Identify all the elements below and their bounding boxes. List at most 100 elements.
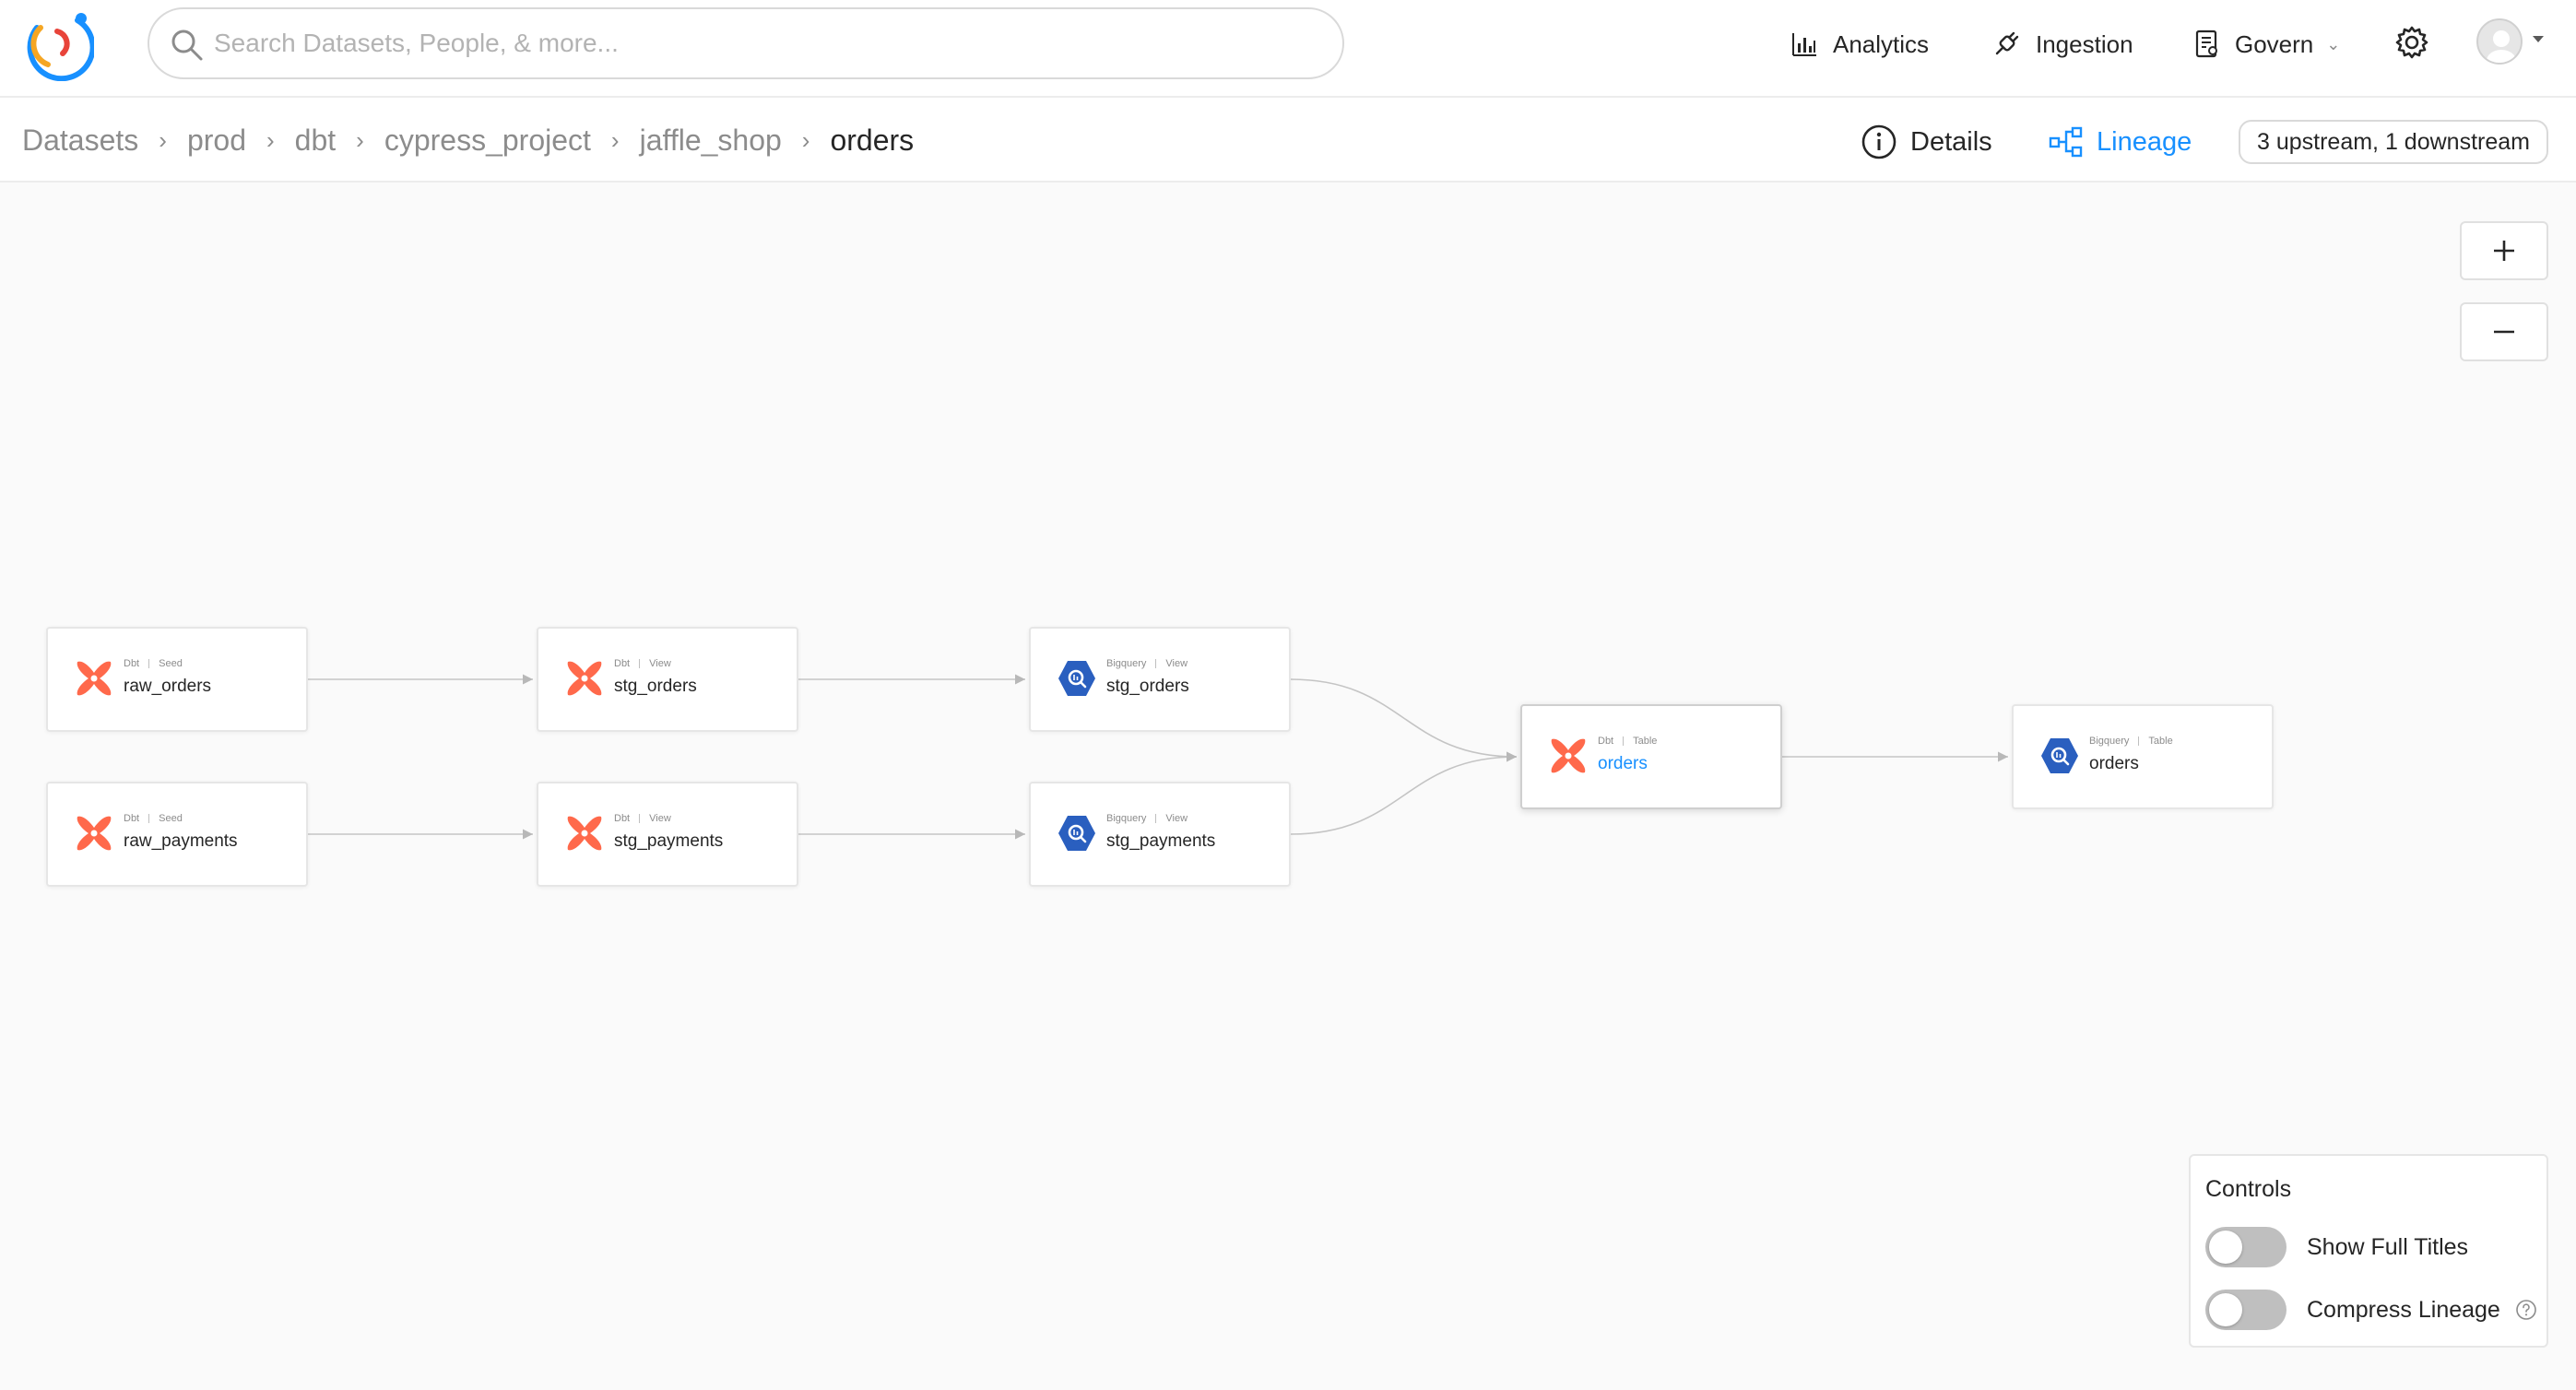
- node-meta: Dbt Table: [1598, 736, 1657, 747]
- meta-divider: [148, 659, 150, 668]
- show-full-titles-toggle[interactable]: [2205, 1227, 2286, 1267]
- node-platform: Dbt: [1598, 736, 1614, 747]
- search-bar[interactable]: [148, 7, 1344, 79]
- plus-icon: [2494, 241, 2514, 261]
- lineage-node-orders-bq[interactable]: Bigquery Table orders: [2012, 704, 2274, 809]
- dbt-icon: [72, 811, 116, 855]
- node-platform: Dbt: [614, 658, 631, 669]
- chevron-down-icon: ⌄: [2326, 34, 2341, 53]
- zoom-in-button[interactable]: [2460, 221, 2548, 280]
- compress-lineage-label: Compress Lineage: [2307, 1296, 2500, 1323]
- caret-down-icon[interactable]: [2531, 31, 2546, 46]
- lineage-node-orders-dbt[interactable]: Dbt Table orders: [1520, 704, 1782, 809]
- breadcrumb-project[interactable]: cypress_project: [384, 123, 591, 157]
- node-meta: Dbt View: [614, 813, 671, 824]
- meta-divider: [1155, 814, 1157, 823]
- bigquery-icon: [1055, 811, 1099, 855]
- tab-details[interactable]: Details: [1861, 122, 1992, 162]
- node-platform: Dbt: [614, 813, 631, 824]
- zoom-out-button[interactable]: [2460, 302, 2548, 361]
- toggle-knob: [2209, 1231, 2242, 1264]
- dbt-icon: [562, 811, 607, 855]
- entity-header-bar: Datasets › prod › dbt › cypress_project …: [0, 98, 2576, 183]
- breadcrumb-env[interactable]: prod: [186, 123, 246, 157]
- toggle-knob: [2209, 1293, 2242, 1326]
- node-name: stg_payments: [614, 831, 724, 851]
- node-meta: Dbt View: [614, 658, 671, 669]
- node-type: Table: [2148, 736, 2173, 747]
- tab-details-label: Details: [1910, 126, 1992, 157]
- breadcrumb-current: orders: [830, 123, 915, 157]
- meta-divider: [2138, 736, 2140, 746]
- minus-icon: [2494, 330, 2514, 334]
- meta-divider: [148, 814, 150, 823]
- nav-govern-label: Govern: [2235, 29, 2314, 58]
- node-platform: Dbt: [124, 813, 140, 824]
- node-name: orders: [2089, 754, 2139, 773]
- lineage-node-raw-payments[interactable]: Dbt Seed raw_payments: [46, 782, 308, 887]
- plug-icon: [1995, 31, 2019, 55]
- meta-divider: [639, 814, 641, 823]
- node-type: Table: [1633, 736, 1658, 747]
- chevron-right-icon: ›: [610, 125, 620, 154]
- node-name: stg_orders: [614, 677, 697, 696]
- node-platform: Bigquery: [1106, 658, 1147, 669]
- gear-icon[interactable]: [2393, 24, 2430, 61]
- search-input[interactable]: [214, 22, 1320, 65]
- chevron-right-icon: ›: [801, 125, 810, 154]
- node-name: stg_orders: [1106, 677, 1189, 696]
- node-name: raw_orders: [124, 677, 212, 696]
- search-icon: [171, 29, 203, 61]
- show-full-titles-label: Show Full Titles: [2307, 1233, 2469, 1260]
- lineage-count-badge[interactable]: 3 upstream, 1 downstream: [2239, 120, 2548, 164]
- user-avatar-icon[interactable]: [2476, 18, 2523, 65]
- node-type: View: [649, 813, 671, 824]
- nav-govern[interactable]: Govern ⌄: [2194, 24, 2340, 65]
- breadcrumb-datasets[interactable]: Datasets: [22, 123, 139, 157]
- dbt-icon: [1546, 734, 1590, 778]
- node-type: View: [1165, 658, 1188, 669]
- chevron-right-icon: ›: [159, 125, 167, 154]
- lineage-node-stg-orders-bq[interactable]: Bigquery View stg_orders: [1029, 627, 1291, 732]
- node-meta: Bigquery Table: [2089, 736, 2173, 747]
- datahub-logo-icon[interactable]: [20, 7, 94, 81]
- meta-divider: [1155, 659, 1157, 668]
- nav-ingestion-label: Ingestion: [2036, 29, 2133, 58]
- bar-chart-icon: [1792, 33, 1816, 56]
- node-platform: Bigquery: [2089, 736, 2130, 747]
- compress-lineage-toggle[interactable]: [2205, 1290, 2286, 1330]
- node-type: View: [649, 658, 671, 669]
- node-name: raw_payments: [124, 831, 238, 851]
- question-icon[interactable]: [2515, 1299, 2537, 1321]
- document-icon: [2195, 29, 2217, 58]
- top-header: Analytics Ingestion Govern ⌄: [0, 0, 2576, 98]
- nav-analytics-label: Analytics: [1833, 29, 1930, 58]
- breadcrumb-platform[interactable]: dbt: [294, 123, 337, 157]
- nav-analytics[interactable]: Analytics: [1790, 24, 1929, 65]
- dbt-icon: [72, 656, 116, 701]
- compress-lineage-row: Compress Lineage: [2205, 1287, 2537, 1333]
- dbt-icon: [562, 656, 607, 701]
- node-meta: Bigquery View: [1106, 658, 1188, 669]
- breadcrumb: Datasets › prod › dbt › cypress_project …: [22, 120, 914, 160]
- node-name: orders: [1598, 754, 1648, 773]
- breadcrumb-schema[interactable]: jaffle_shop: [639, 123, 782, 157]
- node-type: Seed: [159, 658, 183, 669]
- controls-panel: Controls Show Full Titles Compress Linea…: [2189, 1154, 2548, 1348]
- tab-lineage[interactable]: Lineage: [2049, 122, 2192, 162]
- node-type: Seed: [159, 813, 183, 824]
- tab-lineage-label: Lineage: [2097, 126, 2192, 157]
- lineage-node-stg-payments-dbt[interactable]: Dbt View stg_payments: [537, 782, 798, 887]
- nav-ingestion[interactable]: Ingestion: [1991, 24, 2133, 65]
- chevron-right-icon: ›: [266, 125, 275, 154]
- node-meta: Dbt Seed: [124, 813, 183, 824]
- info-icon: [1861, 124, 1897, 159]
- meta-divider: [1623, 736, 1625, 746]
- lineage-node-stg-orders-dbt[interactable]: Dbt View stg_orders: [537, 627, 798, 732]
- node-name: stg_payments: [1106, 831, 1216, 851]
- bigquery-icon: [2038, 734, 2082, 778]
